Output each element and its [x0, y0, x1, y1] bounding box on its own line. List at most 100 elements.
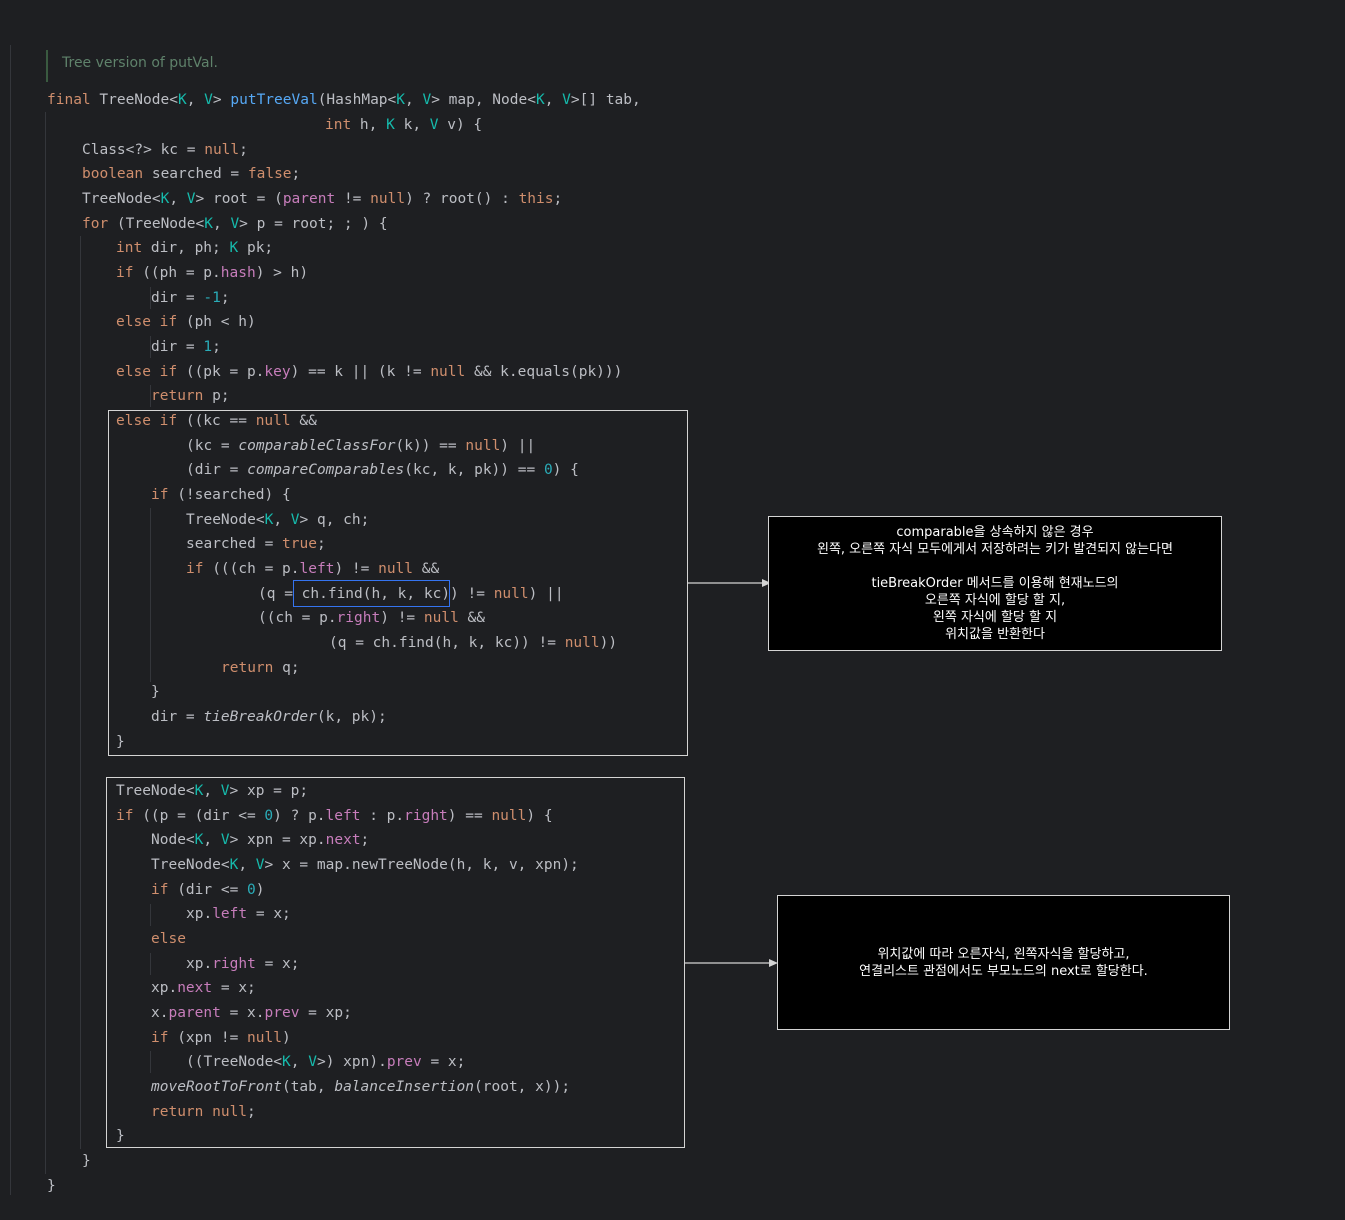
code-token: ) > h): [255, 265, 309, 281]
code-token: V: [204, 92, 213, 108]
code-token: K: [177, 92, 187, 108]
code-token: tieBreakOrder: [203, 709, 317, 725]
code-token: ) ? p.: [273, 808, 326, 824]
indent-guide: [150, 385, 151, 407]
code-token: K: [194, 832, 204, 848]
code-token: ) {: [526, 808, 553, 824]
code-token: ) ||: [528, 586, 564, 602]
code-token: > p = root; ; ) {: [239, 216, 388, 232]
code-token: K: [386, 117, 395, 133]
code-token: left: [212, 906, 248, 922]
code-token: TreeNode<: [99, 92, 178, 108]
code-token: (xpn !=: [177, 1030, 248, 1046]
code-token: ;: [553, 191, 563, 207]
code-token: else: [151, 931, 186, 947]
code-line: Class<?> kc = null;: [82, 140, 248, 160]
code-token: left: [299, 561, 335, 577]
code-line: return p;: [151, 386, 230, 406]
code-token: null: [430, 364, 466, 380]
note-line: 왼쪽 자식에 할당 할 지: [932, 610, 1058, 625]
code-token: null: [204, 142, 240, 158]
code-line: else if ((kc == null &&: [116, 411, 317, 431]
code-token: next: [325, 832, 361, 848]
code-token: K: [160, 191, 170, 207]
note-line: 오른쪽 자식에 할당 할 지,: [924, 593, 1066, 608]
indent-guide: [150, 904, 151, 926]
code-token: TreeNode<: [116, 783, 195, 799]
code-token: parent: [282, 191, 336, 207]
code-token: ((kc ==: [185, 413, 256, 429]
code-token: K: [229, 857, 239, 873]
code-token: }: [116, 734, 125, 750]
code-token: V: [230, 216, 240, 232]
doc-comment-bar: [46, 50, 48, 82]
code-token: null: [465, 438, 501, 454]
code-token: else if: [116, 413, 186, 429]
code-token: !=: [335, 191, 371, 207]
code-token: boolean: [82, 166, 152, 182]
code-line: }: [47, 1176, 56, 1196]
code-token: return: [151, 388, 213, 404]
code-token: K: [535, 92, 545, 108]
code-token: k,: [394, 117, 430, 133]
code-token: (q = ch.find(h, k, kc)) !=: [258, 586, 494, 602]
code-token: ,: [212, 216, 231, 232]
code-token: )): [599, 635, 618, 651]
code-token: ;: [360, 832, 370, 848]
code-token: && k.equals(pk))): [465, 364, 623, 380]
code-token: dir =: [151, 709, 204, 725]
code-line: if ((p = (dir <= 0) ? p.left : p.right) …: [116, 806, 553, 826]
note-line: 연결리스트 관점에서도 부모노드의 next로 할당한다.: [859, 963, 1148, 979]
code-line: xp.right = x;: [186, 954, 300, 974]
code-token: ) {: [552, 462, 579, 478]
code-line: if (((ch = p.left) != null &&: [186, 559, 439, 579]
code-token: else if: [116, 314, 186, 330]
indent-guide: [10, 45, 11, 1195]
code-token: false: [247, 166, 292, 182]
code-token: V: [290, 512, 300, 528]
code-token: ) ==: [447, 808, 492, 824]
code-line: searched = true;: [186, 534, 326, 554]
code-token: hash: [220, 265, 256, 281]
code-line: TreeNode<K, V> x = map.newTreeNode(h, k,…: [151, 855, 579, 875]
code-token: else if: [116, 364, 186, 380]
code-token: if: [116, 265, 143, 281]
code-token: > map, Node<: [431, 92, 536, 108]
code-token: V: [220, 832, 230, 848]
code-token: if: [151, 487, 178, 503]
code-line: return null;: [151, 1102, 256, 1122]
code-token: balanceInsertion: [334, 1079, 475, 1095]
code-token: = x;: [212, 980, 256, 996]
note-line: 왼쪽, 오른쪽 자식 모두에게서 저장하려는 키가 발견되지 않는다면: [817, 542, 1173, 557]
code-line: if (!searched) {: [151, 485, 291, 505]
code-token: return: [221, 660, 283, 676]
code-token: &&: [290, 413, 317, 429]
code-token: (HashMap<: [317, 92, 397, 108]
code-token: Node<: [151, 832, 195, 848]
arrow-to-note2: [684, 959, 778, 967]
code-token: null: [255, 413, 291, 429]
code-token: p;: [212, 388, 230, 404]
code-token: V: [562, 92, 571, 108]
code-token: null: [247, 1030, 282, 1046]
code-token: true: [282, 536, 317, 552]
code-token: }: [116, 1128, 125, 1144]
code-token: next: [177, 980, 213, 996]
code-token: ) !=: [380, 610, 424, 626]
code-token: >: [212, 92, 231, 108]
code-token: searched =: [151, 166, 248, 182]
code-line: if (xpn != null): [151, 1028, 291, 1048]
code-token: null: [370, 191, 406, 207]
code-token: }: [151, 684, 160, 700]
code-token: xp.: [186, 956, 213, 972]
code-token: ((TreeNode<: [186, 1054, 283, 1070]
code-token: (tab,: [281, 1079, 335, 1095]
code-token: (k, pk);: [316, 709, 387, 725]
code-token: TreeNode<: [186, 512, 265, 528]
code-token: > xpn = xp.: [229, 832, 326, 848]
code-token: K: [396, 92, 405, 108]
code-line: else if (ph < h): [116, 312, 256, 332]
note-line: 위치값을 반환한다: [945, 627, 1045, 642]
code-token: V: [255, 857, 265, 873]
